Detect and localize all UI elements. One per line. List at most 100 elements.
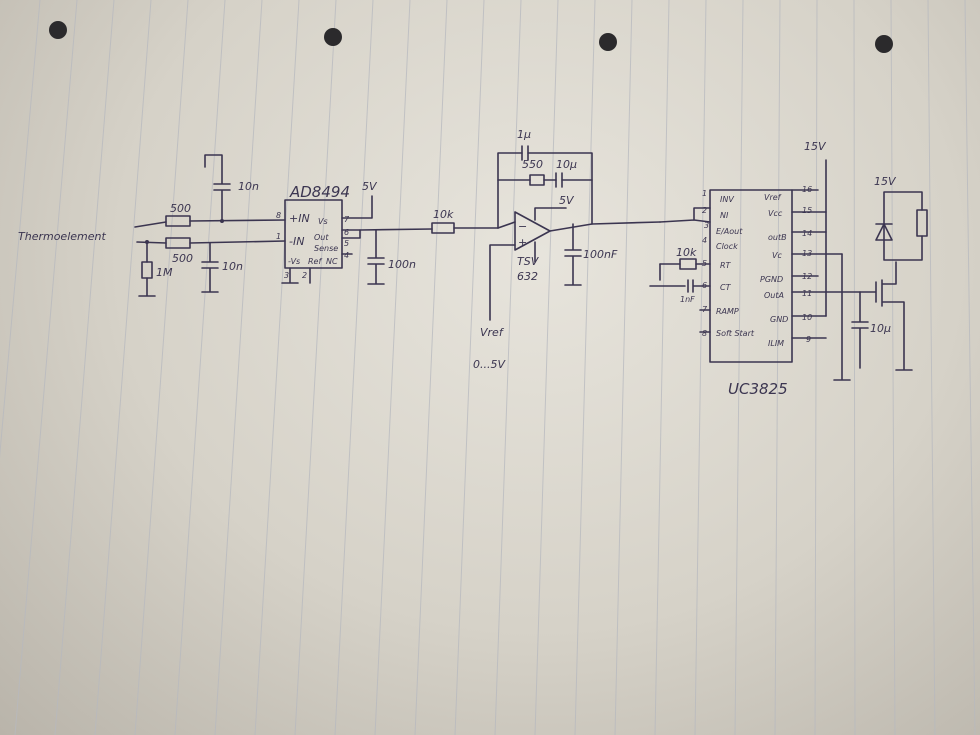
paper-rule-line — [614, 0, 633, 735]
capacitor-10u-fb — [555, 172, 563, 188]
uc3825-pin-number: 2 — [702, 206, 707, 215]
opamp-name-2: 632 — [517, 270, 538, 283]
resistor-rt-10k — [679, 258, 697, 270]
capacitor-10u-out-label: 10µ — [870, 322, 891, 335]
junction-dot — [145, 240, 149, 244]
uc3825-pin-vc: Vc — [772, 251, 782, 260]
paper-rule-line — [214, 0, 263, 735]
paper-rule-line — [734, 0, 744, 735]
wire-to-10k — [359, 227, 499, 231]
filter-opamp-stage: 10k 1µ 550 10µ − + 5V TSV 632 Vref 0...5… — [359, 128, 661, 371]
ic-uc3825: UC3825 INV NI E/Aout Clock RT CT RAMP So… — [649, 140, 928, 398]
uc3825-pin-gnd: GND — [770, 315, 788, 324]
paper-rule-line — [534, 0, 559, 735]
uc3825-pin-rt: RT — [720, 261, 732, 270]
capacitor-10n-mid-label: 10n — [222, 260, 243, 273]
capacitor-ct — [649, 263, 711, 293]
feedback-cap-1u-wires — [497, 152, 593, 229]
paper-rule-line — [927, 0, 936, 735]
freewheel-diode — [875, 223, 893, 241]
resistor-rt-label: 10k — [676, 246, 697, 259]
ad8494-pin-number: 3 — [284, 271, 289, 280]
paper-rule-line — [890, 0, 896, 735]
ad8494-pin-sense: Sense — [314, 244, 338, 253]
paper-rule-line — [654, 0, 670, 735]
supply-15v-label-2: 15V — [874, 175, 897, 188]
punch-holes — [49, 21, 893, 53]
uc3825-pin-vref: Vref — [764, 193, 782, 202]
resistor-500-bottom — [165, 237, 191, 249]
input-label: Thermoelement — [18, 230, 106, 243]
supply-15v-label-1: 15V — [804, 140, 827, 153]
resistor-500-bottom-label: 500 — [172, 252, 193, 265]
supply-5v-label-1: 5V — [362, 180, 378, 193]
uc3825-pin-outb: outB — [768, 233, 787, 242]
paper-rule-line — [94, 0, 152, 735]
ad8494-pin-ref: Ref — [308, 257, 322, 266]
uc3825-pin-ilim: ILIM — [768, 339, 784, 348]
punch-hole — [875, 35, 893, 53]
capacitor-ct-label: 1nF — [680, 295, 695, 304]
ad8494-pin-vs: Vs — [318, 217, 328, 226]
uc3825-pin-number: 1 — [702, 189, 707, 198]
load-resistor — [916, 209, 928, 237]
ad8494-pin-out: Out — [314, 233, 329, 242]
supply-5v-label-2: 5V — [559, 194, 575, 207]
capacitor-10u-out — [851, 291, 869, 369]
uc3825-pin-ss: Soft Start — [716, 329, 755, 338]
uc3825-pin-number: 8 — [702, 329, 707, 338]
resistor-10k-series — [431, 222, 455, 234]
resistor-500-top — [165, 215, 191, 227]
punch-hole — [599, 33, 617, 51]
opamp-triangle — [514, 211, 551, 251]
uc3825-pin-number: 3 — [704, 221, 709, 230]
paper-rule-line — [254, 0, 300, 735]
uc3825-pin-number: 9 — [806, 335, 811, 344]
uc3825-pin-clock: Clock — [716, 242, 738, 251]
ad8494-pin-number: 7 — [344, 215, 350, 224]
input-wires — [134, 221, 167, 244]
junction-dot — [220, 219, 224, 223]
vref-label: Vref — [480, 326, 505, 339]
capacitor-1u — [521, 145, 529, 161]
opamp-plus-input-wire — [489, 241, 536, 321]
paper-rule-line — [964, 0, 976, 735]
paper-rule-line — [774, 0, 781, 735]
uc3825-pin-ea: E/Aout — [716, 227, 743, 236]
paper-rule-line — [694, 0, 707, 735]
paper-rule-line — [414, 0, 448, 735]
input-to-amp-wires — [189, 219, 286, 244]
uc3825-pin-inv: INV — [720, 195, 734, 204]
capacitor-1u-label: 1µ — [517, 128, 531, 141]
resistor-500-top-label: 500 — [170, 202, 191, 215]
mosfet — [859, 261, 913, 371]
ad8494-pin-number: 2 — [302, 271, 307, 280]
paper-rule-line — [454, 0, 485, 735]
uc3825-pin-number: 15 — [802, 206, 812, 215]
ad8494-pin-number: 5 — [344, 239, 349, 248]
uc3825-ni-wire — [659, 207, 711, 223]
paper-rule-line — [814, 0, 818, 735]
uc3825-pin-ramp: RAMP — [716, 307, 739, 316]
resistor-550-label: 550 — [522, 158, 543, 171]
punch-hole — [49, 21, 67, 39]
vref-range: 0...5V — [473, 358, 506, 371]
ad8494-output-pins — [341, 195, 373, 255]
uc3825-pin-number: 4 — [702, 236, 707, 245]
capacitor-100nf-2 — [564, 223, 582, 286]
ad8494-pin-nc: NC — [326, 257, 338, 266]
paper-rule-line — [134, 0, 189, 735]
paper-rule-line — [374, 0, 411, 735]
resistor-1m-label: 1M — [156, 266, 173, 279]
capacitor-100n-1 — [367, 229, 385, 285]
uc3825-pin-number: 10 — [802, 313, 812, 322]
uc3825-name: UC3825 — [728, 380, 788, 398]
input-stage: Thermoelement 500 500 1M 10n 10n — [18, 154, 286, 297]
capacitor-100nf-2-label: 100nF — [583, 248, 618, 261]
opamp-minus: − — [518, 220, 527, 233]
capacitor-10u-fb-label: 10µ — [556, 158, 577, 171]
capacitor-10n-top-label: 10n — [238, 180, 259, 193]
